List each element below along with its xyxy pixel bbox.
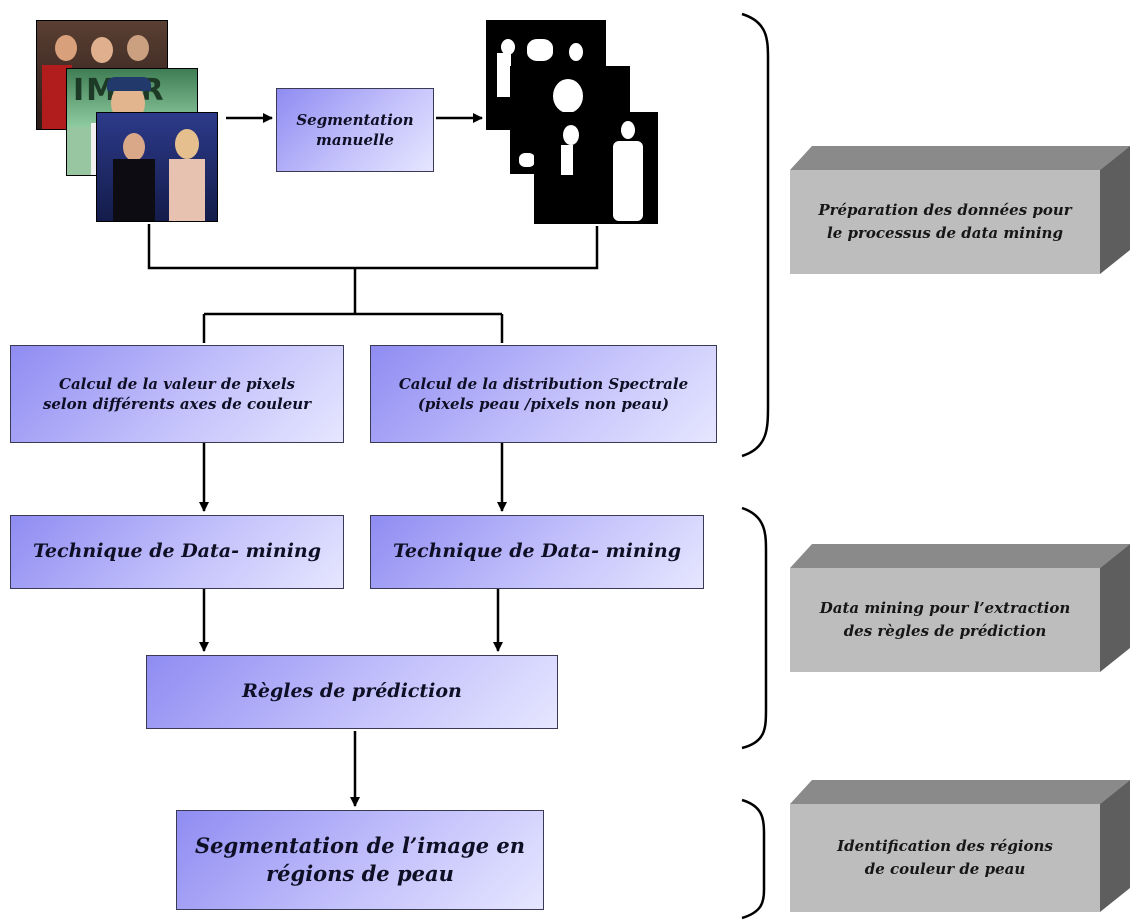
phase-cube-data-mining: Data mining pour l’extraction des règles…	[790, 544, 1130, 672]
phase-cube-preparation: Préparation des données pour le processu…	[790, 146, 1130, 274]
segmentation-manuelle-box: Segmentation manuelle	[276, 88, 434, 172]
phase-label-identification: Identification des régions de couleur de…	[837, 836, 1053, 878]
mask-frame-3	[534, 112, 658, 224]
technique-data-mining-right-box: Technique de Data- mining	[370, 515, 704, 589]
segmentation-image-box: Segmentation de l’image en régions de pe…	[176, 810, 544, 910]
cube-shape	[790, 146, 1130, 274]
video-frame-1	[36, 20, 168, 130]
cube-shape	[790, 780, 1130, 912]
regles-prediction-box: Règles de prédiction	[146, 655, 558, 729]
brace-data-mining	[741, 506, 768, 750]
phase-label-data-mining: Data mining pour l’extraction des règles…	[819, 598, 1071, 640]
technique-data-mining-left-box: Technique de Data- mining	[10, 515, 344, 589]
calcul-distribution-box: Calcul de la distribution Spectrale (pix…	[370, 345, 717, 443]
merge-line	[147, 224, 599, 270]
brace-preparation	[741, 12, 770, 458]
video-frame-3	[96, 112, 218, 222]
cube-shape	[790, 544, 1130, 672]
phase-cube-identification: Identification des régions de couleur de…	[790, 780, 1130, 912]
brace-identification	[741, 798, 766, 920]
phase-label-preparation: Préparation des données pour le processu…	[818, 200, 1072, 242]
calcul-valeur-pixels-box: Calcul de la valeur de pixels selon diff…	[10, 345, 344, 443]
